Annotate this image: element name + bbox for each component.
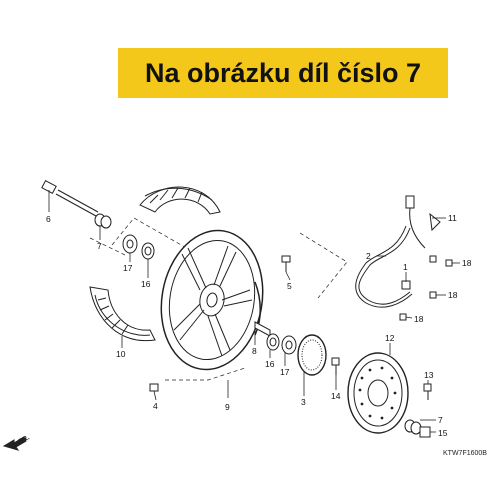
- bolts-18: [399, 259, 453, 321]
- cable-clamp: [401, 255, 437, 290]
- label-part-4: 4: [153, 401, 158, 411]
- part-number-banner: Na obrázku díl číslo 7: [118, 48, 448, 98]
- axle-collar: [94, 213, 112, 229]
- tire-lower: [89, 286, 156, 342]
- label-part-16-left: 16: [141, 279, 151, 289]
- front-axle: [41, 179, 99, 217]
- label-part-10: 10: [116, 349, 126, 359]
- label-part-17-left: 17: [123, 263, 133, 273]
- tire-upper: [139, 186, 221, 215]
- leader-lines: [48, 190, 460, 433]
- axle-nut: [419, 426, 431, 438]
- bearing-right: [266, 333, 280, 351]
- label-part-18-top: 18: [462, 258, 472, 268]
- sensor-cable: [355, 225, 413, 308]
- label-part-6: 6: [46, 214, 51, 224]
- wheel-speed-sensor: [405, 195, 441, 249]
- label-part-3: 3: [301, 397, 306, 407]
- dust-seal-left: [122, 234, 138, 254]
- label-part-17-right: 17: [280, 367, 290, 377]
- banner-text: Na obrázku díl číslo 7: [144, 57, 422, 88]
- label-part-2: 2: [366, 251, 371, 261]
- label-part-15: 15: [438, 428, 448, 438]
- disc-bolt: [423, 383, 432, 400]
- label-part-12: 12: [385, 333, 395, 343]
- bolt-5: [281, 255, 291, 272]
- axle-collar-right: [404, 419, 422, 435]
- dashed-guide-lines: [89, 217, 348, 381]
- label-part-7-left: 7: [97, 241, 102, 251]
- label-part-13: 13: [424, 370, 434, 380]
- wheel-rim: [160, 229, 264, 371]
- label-part-11: 11: [448, 213, 457, 223]
- diagram-code: KTW7F1600B: [443, 450, 487, 457]
- label-part-18-bottom: 18: [414, 314, 424, 324]
- clip-4: [149, 383, 159, 392]
- pulser-ring: [297, 334, 327, 376]
- label-part-1: 1: [403, 262, 408, 272]
- front-direction-label: FR.: [18, 434, 31, 446]
- bearing-left: [141, 242, 155, 260]
- brake-disc: [347, 352, 409, 434]
- label-part-8: 8: [252, 346, 257, 356]
- label-part-18-middle: 18: [448, 290, 458, 300]
- label-part-7-right: 7: [438, 415, 443, 425]
- label-part-14: 14: [331, 391, 341, 401]
- label-part-5: 5: [287, 281, 292, 291]
- distance-collar: [254, 321, 271, 337]
- dust-seal-right: [281, 335, 297, 355]
- label-part-16-right: 16: [265, 359, 275, 369]
- front-direction-arrow-icon: [2, 436, 27, 451]
- bolt-14: [331, 357, 340, 375]
- label-part-9: 9: [225, 402, 230, 412]
